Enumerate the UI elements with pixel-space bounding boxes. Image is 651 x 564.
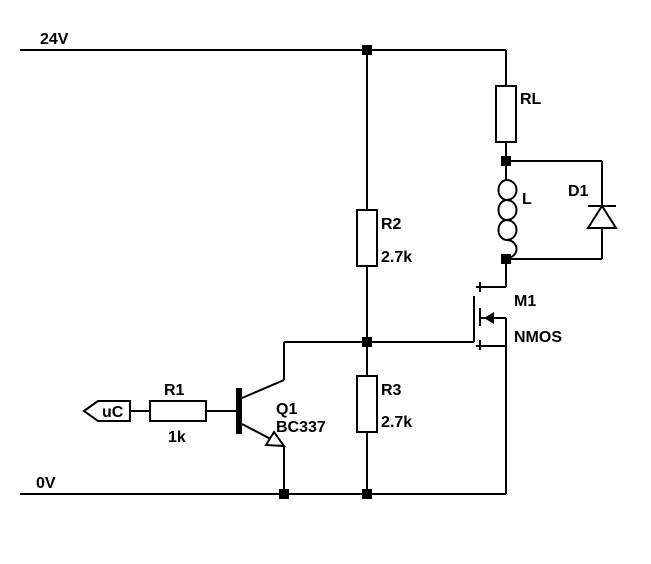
q1-value-label: BC337 — [276, 419, 326, 436]
junction-l-d1 — [501, 254, 511, 264]
resistor-r2 — [356, 209, 378, 267]
r1-value-label: 1k — [168, 429, 186, 446]
supply-rail-24v — [20, 49, 507, 86]
junction-divider — [362, 337, 372, 347]
r3-value-label: 2.7k — [381, 414, 412, 431]
mosfet-m1 — [473, 258, 507, 494]
junction-24v-r2 — [362, 45, 372, 55]
rail-0v-label: 0V — [36, 475, 56, 492]
junction-q1-ground — [279, 489, 289, 499]
m1-ref-label: M1 — [514, 293, 536, 310]
junction-r3-ground — [362, 489, 372, 499]
inductor-l — [505, 179, 518, 259]
l-ref-label: L — [522, 191, 532, 208]
transistor-q1 — [236, 342, 287, 494]
diode-d1 — [586, 204, 618, 229]
inductor-l-back — [497, 179, 507, 241]
resistor-rl — [495, 85, 517, 143]
q1-ref-label: Q1 — [276, 401, 297, 418]
junction-rl-d1 — [501, 156, 511, 166]
r1-ref-label: R1 — [164, 382, 185, 399]
m1-value-label: NMOS — [514, 329, 562, 346]
r2-value-label: 2.7k — [381, 249, 412, 266]
r2-ref-label: R2 — [381, 216, 402, 233]
r3-ref-label: R3 — [381, 382, 402, 399]
resistor-r3 — [356, 375, 378, 433]
rail-24v-label: 24V — [40, 31, 69, 48]
rl-ref-label: RL — [520, 91, 542, 108]
d1-ref-label: D1 — [568, 183, 589, 200]
resistor-r1 — [149, 400, 207, 422]
input-port-label: uC — [102, 404, 124, 421]
